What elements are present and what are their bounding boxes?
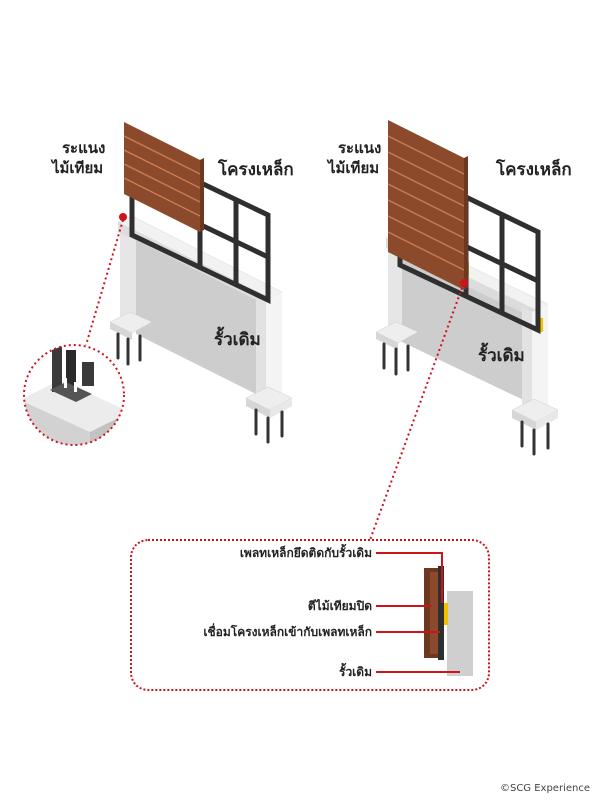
callout-section-drawing: [376, 552, 473, 676]
left-label-wall: รั้วเดิม: [214, 330, 261, 350]
left-label-slats-line2: ไม้เทียม: [52, 159, 104, 177]
left-leader-line: [85, 219, 124, 346]
callout-item-plate: เพลทเหล็กยึดติดกับรั้วเดิม: [239, 546, 372, 560]
right-label-slats-line1: ระแนง: [338, 139, 382, 157]
callout-steel-frame: [438, 566, 444, 660]
left-detail-marker: [119, 213, 127, 221]
right-wood-slats: [387, 120, 468, 290]
callout-steel-plate: [444, 603, 448, 625]
callout-item-wall: รั้วเดิม: [339, 665, 372, 679]
copyright-credit: ©SCG Experience: [499, 783, 590, 794]
right-fence-diagram: [369, 120, 559, 541]
right-label-slats-line2: ไม้เทียม: [328, 159, 380, 177]
right-label-wall: รั้วเดิม: [478, 346, 525, 366]
left-detail-magnifier: [23, 344, 125, 446]
callout-existing-wall: [447, 591, 473, 676]
left-label-frame: โครงเหล็ก: [218, 160, 294, 180]
left-wood-slats: [123, 122, 204, 232]
callout-item-slat: ตีไม้เทียมปิด: [307, 599, 372, 613]
right-label-frame: โครงเหล็ก: [496, 160, 572, 180]
left-footing-pins: [116, 332, 284, 444]
callout-leader-plate: [376, 552, 443, 603]
left-label-slats-line1: ระแนง: [62, 139, 106, 157]
callout-item-weld: เชื่อมโครงเหล็กเข้ากับเพลทเหล็ก: [203, 625, 372, 639]
callout-box: [130, 539, 490, 691]
right-detail-marker: [460, 279, 468, 287]
right-footing-pins: [382, 342, 550, 456]
